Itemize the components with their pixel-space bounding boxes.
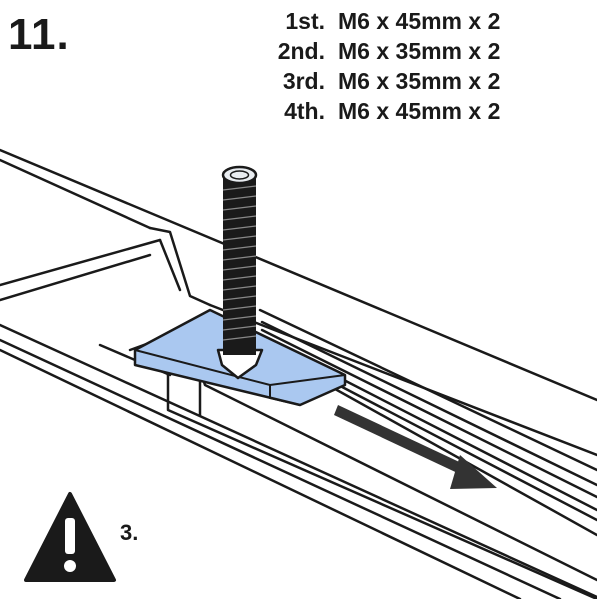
bolt-spec: M6 x 35mm x 2 — [338, 38, 501, 64]
bolt-spec: M6 x 45mm x 2 — [338, 98, 501, 124]
step-number: 11. — [8, 10, 70, 59]
bolt-spec: M6 x 35mm x 2 — [338, 68, 501, 94]
bolt-row-1: 1st. M6 x 45mm x 2 — [262, 6, 562, 36]
rail-front-lip — [166, 362, 597, 582]
bolt-row-2: 2nd. M6 x 35mm x 2 — [262, 36, 562, 66]
rail-top-edge-2 — [0, 158, 152, 230]
bolt-order: 3rd. — [282, 68, 325, 94]
bolt-row-3: 3rd. M6 x 35mm x 2 — [262, 66, 562, 96]
rail-top-edge — [0, 148, 597, 402]
bolt-spec: M6 x 45mm x 2 — [338, 8, 501, 34]
rail-lower-edge — [0, 323, 597, 599]
bolt-order: 4th. — [284, 98, 325, 124]
bolt-order: 2nd. — [277, 38, 325, 64]
bolt-order: 1st. — [285, 8, 325, 34]
rail-left-wall — [148, 226, 212, 307]
warning-reference: 3. — [120, 520, 139, 545]
bolt-row-4: 4th. M6 x 45mm x 2 — [262, 96, 562, 126]
bolt-list: 1st. M6 x 45mm x 2 2nd. M6 x 35mm x 2 3r… — [262, 6, 562, 126]
bolt-icon — [216, 165, 264, 380]
warning-icon — [24, 492, 116, 582]
slide-direction-arrow-icon — [334, 405, 497, 489]
